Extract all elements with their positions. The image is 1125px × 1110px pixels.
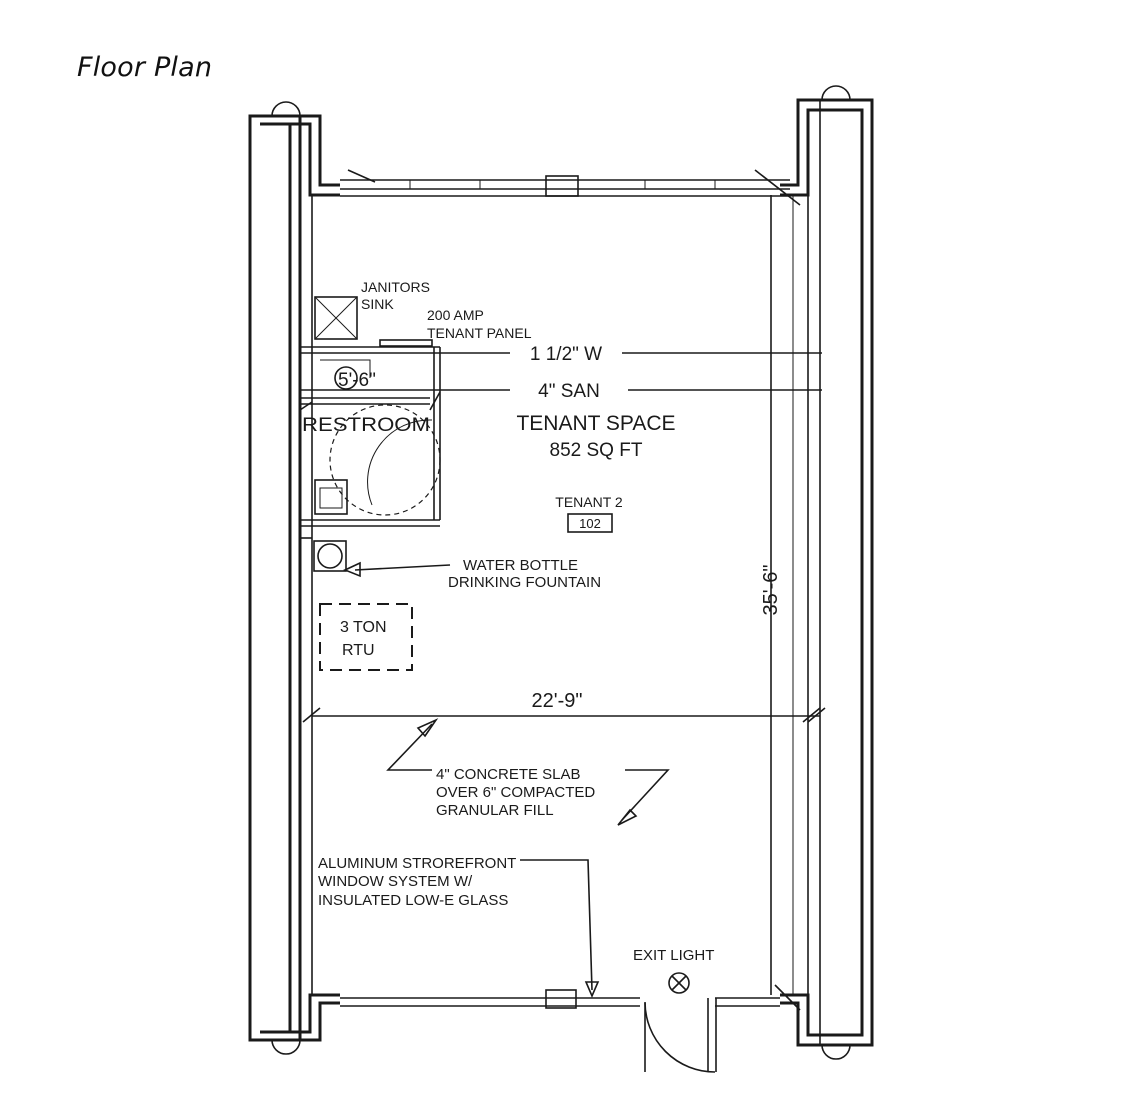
exterior-walls xyxy=(248,85,874,1060)
slab-label-2: OVER 6" COMPACTED xyxy=(436,784,595,801)
rtu-label-1: 3 TON xyxy=(340,619,387,636)
storefront-label-1: ALUMINUM STROREFRONT xyxy=(318,855,516,872)
water-line-label: 1 1/2" W xyxy=(530,344,602,365)
storefront-label-3: INSULATED LOW-E GLASS xyxy=(318,892,508,909)
panel-label-1: 200 AMP xyxy=(427,307,484,323)
rtu-outline xyxy=(319,603,413,671)
rtu-label-2: RTU xyxy=(342,642,375,659)
room-number-box xyxy=(567,513,613,533)
depth-dimension: 35'-6" xyxy=(760,565,782,616)
restroom-dim-circle xyxy=(334,366,358,390)
slab-label-1: 4" CONCRETE SLAB xyxy=(436,766,581,783)
fountain-icon xyxy=(313,540,347,572)
restroom-label: RESTROOM xyxy=(302,415,430,436)
dimension-lines xyxy=(300,195,826,995)
width-dimension: 22'-9" xyxy=(532,690,583,712)
janitors-label: JANITORS xyxy=(361,279,430,295)
top-storefront xyxy=(340,169,801,206)
page-title: Floor Plan xyxy=(77,52,213,83)
exit-light-label: EXIT LIGHT xyxy=(633,947,714,964)
sink-label: SINK xyxy=(361,296,394,312)
area-label: 852 SQ FT xyxy=(550,440,643,461)
restroom-dim: 5'-6" xyxy=(338,370,376,391)
fountain-label-2: DRINKING FOUNTAIN xyxy=(448,574,601,591)
panel-label-2: TENANT PANEL xyxy=(427,325,532,341)
exit-light-icon xyxy=(668,972,690,994)
san-line-label: 4" SAN xyxy=(538,381,600,402)
tenant-space-label: TENANT SPACE xyxy=(516,412,675,435)
storefront-label-2: WINDOW SYSTEM W/ xyxy=(318,873,473,890)
bottom-storefront xyxy=(340,984,801,1073)
leader-lines xyxy=(342,561,670,999)
room-number: 102 xyxy=(579,516,601,531)
fountain-label-1: WATER BOTTLE xyxy=(463,557,578,574)
tenant-name-label: TENANT 2 xyxy=(555,494,623,510)
restroom-walls xyxy=(299,296,441,539)
slab-label-3: GRANULAR FILL xyxy=(436,802,554,819)
